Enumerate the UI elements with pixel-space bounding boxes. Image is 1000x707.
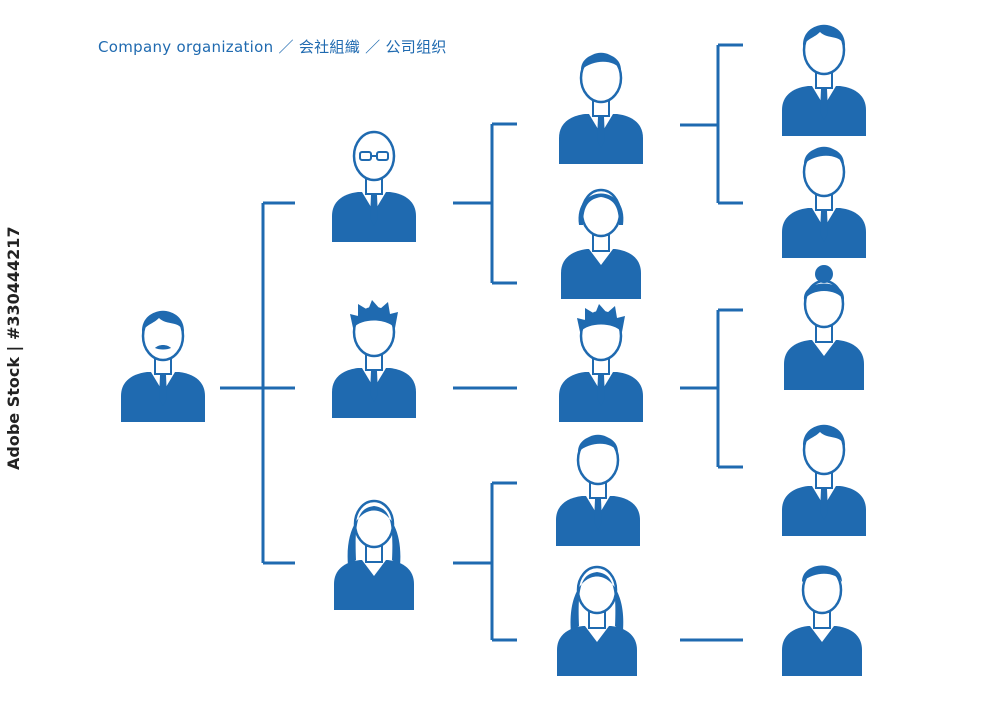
connector-lines: [220, 43, 743, 642]
person-icon-junior-5-woman: [780, 565, 864, 678]
person-icon-junior-4: [780, 424, 868, 538]
person-icon-staff-1: [557, 52, 645, 166]
person-icon-staff-5-woman: [555, 565, 639, 678]
person-icon-staff-3: [557, 304, 645, 424]
person-icon-staff-4: [554, 434, 642, 548]
person-icon-manager-glasses: [330, 130, 418, 244]
person-icon-junior-3-woman: [782, 265, 866, 392]
person-icon-manager-spiky: [330, 300, 418, 420]
person-icon-president: [119, 310, 207, 424]
person-icon-manager-woman: [332, 499, 416, 612]
person-icon-junior-1: [780, 24, 868, 138]
diagram-title: Company organization ／ 会社組織 ／ 公司组织: [98, 38, 447, 56]
person-icon-junior-2: [780, 146, 868, 260]
person-icon-staff-2-woman: [559, 188, 643, 301]
